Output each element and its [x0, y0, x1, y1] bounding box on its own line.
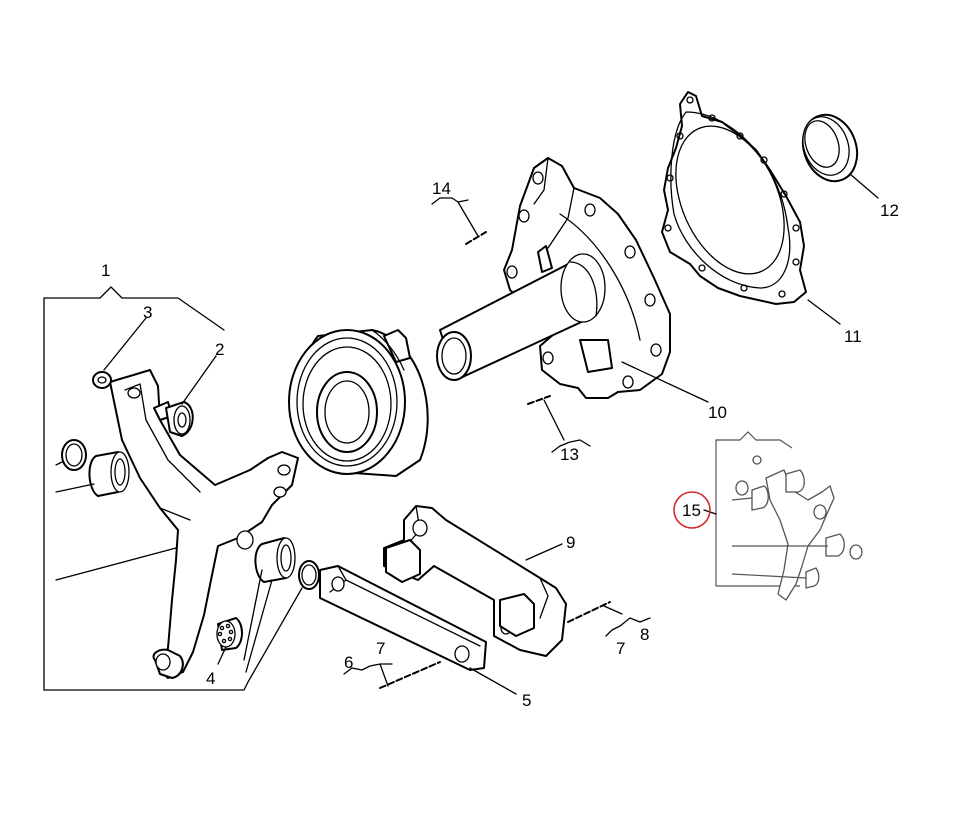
part-11-gasket — [661, 91, 841, 325]
callout-15-highlight-ring — [673, 491, 711, 529]
pivot-bushing-set — [243, 537, 320, 683]
part-4-bushing — [216, 617, 243, 665]
callout-10: 10 — [708, 403, 727, 422]
part-5-pushrod — [319, 565, 517, 695]
part-10-guide-housing — [436, 157, 709, 403]
part-12-seal — [801, 113, 879, 199]
release-bearing — [288, 329, 429, 477]
release-fork — [109, 369, 299, 679]
left-bushing-set — [55, 439, 177, 581]
callout-1: 1 — [101, 261, 110, 280]
callout-7-right: 7 — [616, 639, 625, 658]
callout-4: 4 — [206, 669, 215, 688]
group-1-bracket — [43, 286, 249, 691]
part-7-8-right-leader — [567, 601, 651, 637]
callout-2: 2 — [215, 340, 224, 359]
callout-5: 5 — [522, 691, 531, 710]
callout-11: 11 — [844, 327, 862, 346]
callout-3: 3 — [143, 303, 152, 322]
inset-15-fork-assembly — [673, 431, 863, 601]
callout-8: 8 — [640, 625, 649, 644]
callout-15: 15 — [682, 501, 701, 520]
part-13-bolt-leader — [527, 395, 591, 453]
part-6-7-left-leader — [343, 661, 441, 689]
callout-9: 9 — [566, 533, 575, 552]
callout-labels: 1 2 3 4 5 6 7 7 8 9 10 11 12 13 14 15 — [101, 179, 899, 710]
callout-6: 6 — [344, 653, 353, 672]
part-14-bolt-leader — [431, 197, 487, 245]
callout-13: 13 — [560, 445, 579, 464]
part-3-clip — [92, 317, 147, 389]
callout-7-left: 7 — [376, 639, 385, 658]
callout-14: 14 — [432, 179, 451, 198]
callout-12: 12 — [880, 201, 899, 220]
part-2-pivot-stud — [153, 355, 217, 437]
part-9-bracket — [383, 505, 567, 657]
